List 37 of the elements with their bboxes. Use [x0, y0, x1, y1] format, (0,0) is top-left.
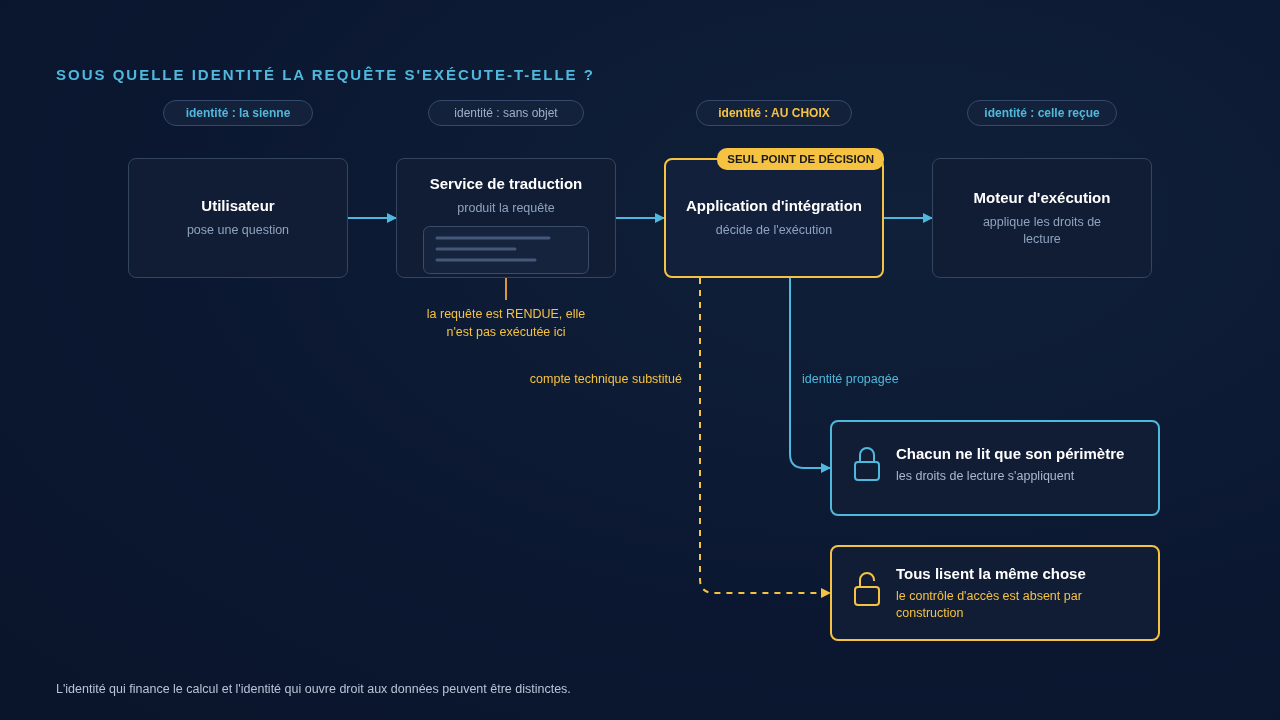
identity-pill: [428, 100, 584, 126]
outcome-subtitle: le contrôle d'accès est absent par construction: [896, 587, 1083, 622]
leader-line: [505, 277, 507, 301]
footnote: L'identité qui finance le calcul et l'identité qui ouvre droit aux données peuvent être distinctes.: [56, 682, 571, 696]
annotation-note: la requête est RENDUE, elle n'est pas exécutée ici: [425, 305, 587, 341]
outcome-title: Tous lisent la même chose: [896, 564, 1086, 582]
pill-label: identité : AU CHOIX: [718, 106, 830, 120]
outcome-title: Chacun ne lit que son périmètre: [896, 445, 1125, 463]
box-subtitle: applique les droits de lecture: [981, 213, 1103, 248]
arrow: [699, 277, 831, 598]
box-subtitle: pose une question: [186, 222, 290, 239]
process-box: [128, 158, 348, 278]
process-box: [396, 158, 616, 278]
box-title: Service de traduction: [429, 175, 583, 192]
identity-pill: [967, 100, 1117, 126]
process-box: [932, 158, 1152, 278]
box-title: Utilisateur: [201, 197, 275, 215]
arrow: [615, 213, 665, 223]
outcome-box: [830, 545, 1160, 641]
pill-label: identité : la sienne: [185, 106, 291, 120]
outcome-subtitle: les droits de lecture s'appliquent: [896, 468, 1075, 485]
edge-label: compte technique substitué: [529, 372, 682, 386]
identity-pill: [696, 100, 852, 126]
identity-pill: [163, 100, 313, 126]
diagram-title: SOUS QUELLE IDENTITÉ LA REQUÊTE S'EXÉCUTE-T-ELLE ?: [56, 66, 595, 83]
edge-label: identité propagée: [802, 372, 899, 386]
pill-label: identité : sans objet: [454, 106, 558, 120]
box-subtitle: produit la requête: [457, 200, 555, 217]
outcome-box: [830, 420, 1160, 516]
box-subtitle: décide de l'exécution: [715, 222, 833, 239]
box-title: Moteur d'exécution: [973, 188, 1111, 206]
pill-label: identité : celle reçue: [984, 106, 1100, 120]
arrow: [883, 213, 933, 223]
arrow: [347, 213, 397, 223]
arrow: [789, 277, 831, 473]
box-title: Application d'intégration: [685, 197, 863, 215]
decision-badge: SEUL POINT DE DÉCISION: [717, 148, 884, 170]
